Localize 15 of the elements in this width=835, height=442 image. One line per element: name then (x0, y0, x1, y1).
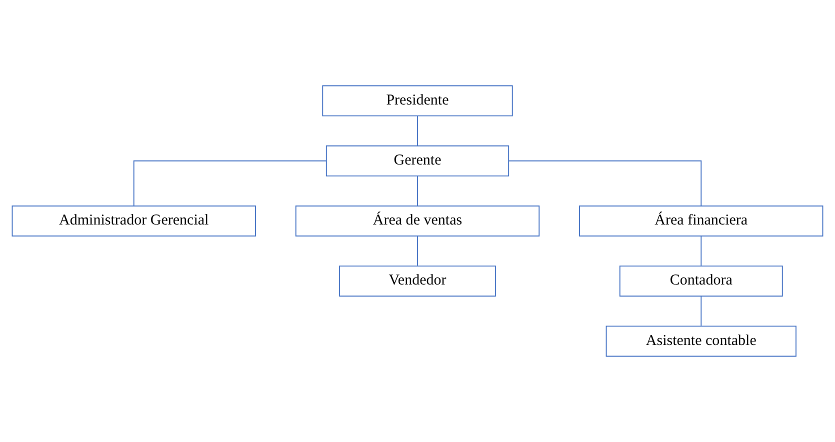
node-box: Vendedor (339, 266, 496, 297)
connector (133, 160, 327, 206)
connector (700, 296, 702, 326)
connector (417, 115, 418, 146)
connector (417, 236, 418, 266)
node-box: Administrador Gerencial (12, 206, 256, 236)
node-box: Asistente contable (606, 326, 796, 357)
node-box: Contadora (619, 266, 783, 297)
node-box: Presidente (322, 85, 513, 116)
node-box: Área financiera (579, 206, 824, 236)
node-box: Gerente (326, 145, 510, 176)
node-box: Área de ventas (295, 206, 540, 236)
connector (508, 160, 702, 206)
connector (417, 176, 418, 206)
connector (700, 236, 702, 266)
